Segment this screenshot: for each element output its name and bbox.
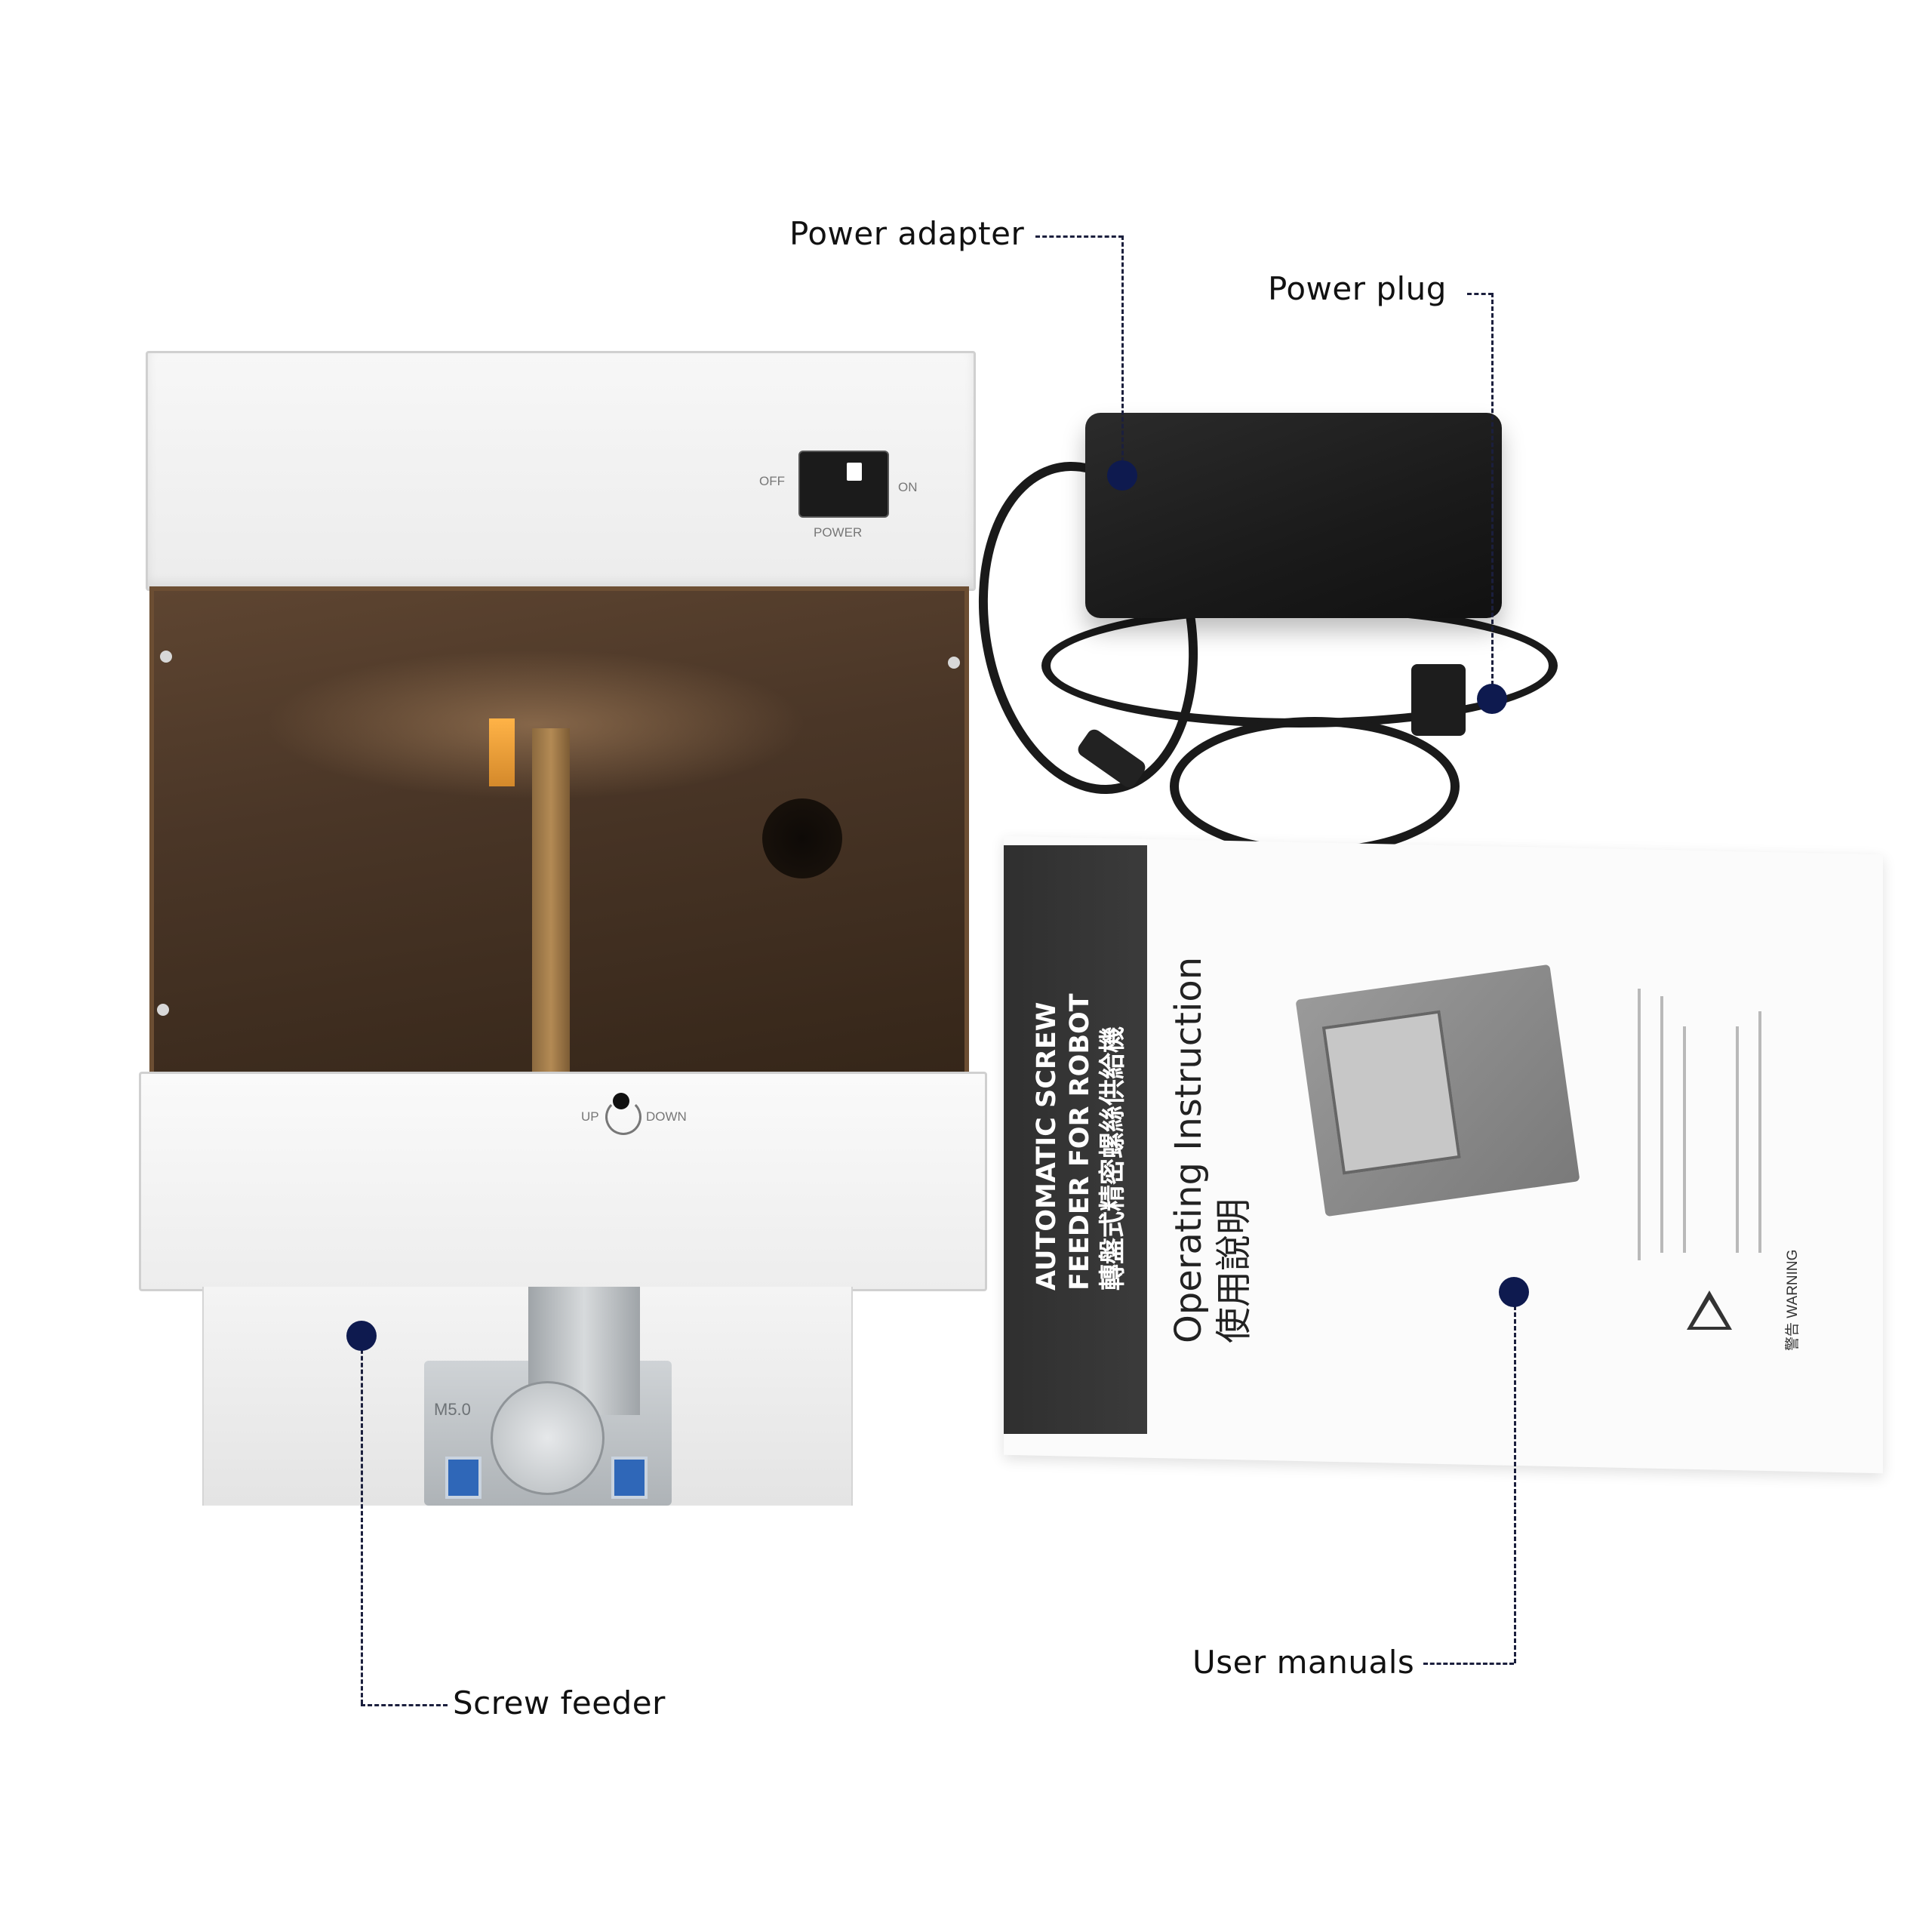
callout-dot bbox=[1499, 1277, 1529, 1307]
manual-title-en: Operating Instruction bbox=[1168, 956, 1210, 1343]
callout-leader bbox=[1035, 235, 1123, 238]
feeder-hole bbox=[762, 798, 842, 878]
callout-user-manuals: User manuals bbox=[1192, 1644, 1415, 1681]
release-wheel bbox=[491, 1381, 605, 1495]
manual-text-line bbox=[1736, 1026, 1739, 1253]
blue-clamp bbox=[445, 1457, 481, 1499]
switch-on-label: ON bbox=[898, 480, 918, 494]
callout-power-adapter: Power adapter bbox=[789, 215, 1025, 252]
down-label: DOWN bbox=[646, 1109, 687, 1124]
callout-leader bbox=[1491, 293, 1494, 699]
manual-text-line bbox=[1758, 1011, 1761, 1253]
manual-title: Operating Instruction 使用說明 bbox=[1166, 875, 1257, 1343]
manual-cover-line: 轉盤式精密螺絲供給機 bbox=[1098, 1026, 1128, 1291]
screw-dot bbox=[157, 1004, 169, 1016]
callout-dot bbox=[346, 1321, 377, 1351]
feeder-front-panel bbox=[139, 1072, 987, 1291]
callout-leader bbox=[361, 1336, 363, 1704]
manual-text-line bbox=[1660, 996, 1663, 1253]
ac-plug bbox=[1411, 664, 1466, 736]
screw-dot bbox=[160, 651, 172, 663]
screw-dot bbox=[948, 657, 960, 669]
feeder-lamp bbox=[489, 718, 515, 786]
blue-clamp bbox=[611, 1457, 648, 1499]
power-adapter-brick bbox=[1085, 413, 1502, 618]
manual-warning: 警告 WARNING bbox=[1781, 1250, 1801, 1351]
adapter-cable-loop bbox=[1170, 717, 1460, 856]
manual-warning-en: WARNING bbox=[1785, 1249, 1801, 1318]
callout-dot bbox=[1107, 460, 1137, 491]
callout-power-plug: Power plug bbox=[1268, 270, 1447, 307]
callout-leader bbox=[361, 1704, 448, 1706]
manual-warning-cn: 警告 bbox=[1785, 1321, 1801, 1351]
manual-cover-band bbox=[1004, 845, 1147, 1434]
manual-text-line bbox=[1683, 1026, 1686, 1253]
manual-text-line bbox=[1638, 989, 1641, 1260]
manual-title-cn: 使用說明 bbox=[1213, 1198, 1255, 1343]
up-label: UP bbox=[581, 1109, 599, 1124]
manual-cover-line: AUTOMATIC SCREW bbox=[1032, 1001, 1062, 1291]
callout-dot bbox=[1477, 684, 1507, 714]
callout-screw-feeder: Screw feeder bbox=[453, 1684, 666, 1721]
callout-leader bbox=[1121, 235, 1124, 475]
feeder-rail bbox=[532, 728, 570, 1079]
manual-cover-line: FEEDER FOR ROBOT bbox=[1065, 993, 1095, 1291]
switch-power-label: POWER bbox=[814, 525, 863, 540]
callout-leader bbox=[1514, 1292, 1516, 1663]
warning-icon-inner bbox=[1693, 1300, 1726, 1327]
switch-off-label: OFF bbox=[759, 474, 785, 488]
callout-leader bbox=[1467, 293, 1493, 295]
manual-cover-text: AUTOMATIC SCREW FEEDER FOR ROBOT 轉盤式精密螺絲… bbox=[1030, 687, 1130, 1291]
manual-machine-illustration bbox=[1295, 964, 1580, 1217]
power-switch bbox=[798, 451, 889, 518]
size-label: M5.0 bbox=[434, 1400, 471, 1419]
adjust-knob-ring bbox=[605, 1099, 641, 1135]
callout-leader bbox=[1423, 1663, 1514, 1665]
